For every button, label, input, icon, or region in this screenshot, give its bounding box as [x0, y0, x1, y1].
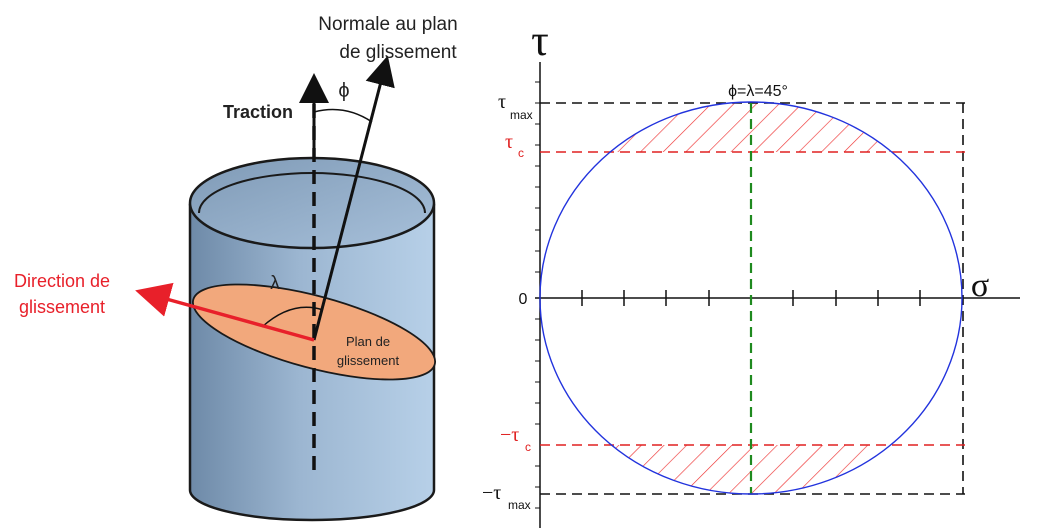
neg-tau-c-label: −τ c	[500, 424, 531, 454]
svg-text:−τ: −τ	[500, 424, 519, 446]
svg-text:τ: τ	[498, 91, 506, 113]
slip-direction-arrow	[135, 282, 315, 342]
traction-label: Traction	[223, 102, 293, 122]
normal-arrow	[312, 55, 395, 341]
neg-tau-max-label: −τ max	[482, 482, 531, 512]
phi-label: ϕ	[338, 80, 349, 102]
tau-c-label: τ c	[505, 131, 524, 160]
normal-label: Normale au plan	[318, 14, 457, 35]
mohr-circle-diagram: τ σ 0 ϕ=λ=45° τ max τ c −τ c −τ max	[482, 16, 1020, 528]
angle-annotation: ϕ=λ=45°	[728, 83, 788, 100]
svg-text:c: c	[518, 146, 524, 160]
normal-label-2: de glissement	[339, 42, 457, 63]
slip-direction-label: Direction de	[14, 271, 110, 291]
slip-plane-label: Plan de	[346, 334, 390, 349]
tau-max-label: τ max	[498, 91, 533, 122]
hatch-top	[540, 103, 962, 152]
lambda-label: λ	[270, 273, 280, 294]
svg-text:−τ: −τ	[482, 482, 501, 504]
cylinder-top	[188, 156, 436, 250]
tau-axis-ticks	[535, 81, 540, 509]
sigma-axis-label: σ	[971, 267, 989, 304]
phi-arc	[313, 108, 373, 123]
lambda-arc	[261, 306, 324, 328]
tau-axis-label: τ	[531, 16, 549, 65]
svg-text:c: c	[525, 440, 531, 454]
mohr-circle	[539, 101, 963, 495]
svg-text:max: max	[508, 498, 531, 512]
svg-text:τ: τ	[505, 131, 513, 153]
slip-direction-label-2: glissement	[19, 297, 105, 317]
svg-text:max: max	[510, 108, 533, 122]
slip-plane-label-2: glissement	[337, 353, 400, 368]
sigma-axis-ticks	[581, 290, 921, 306]
cylinder-diagram: Normale au plan de glissement ϕ Traction…	[14, 14, 458, 522]
hatch-bottom	[540, 445, 962, 494]
origin-label: 0	[519, 291, 528, 308]
